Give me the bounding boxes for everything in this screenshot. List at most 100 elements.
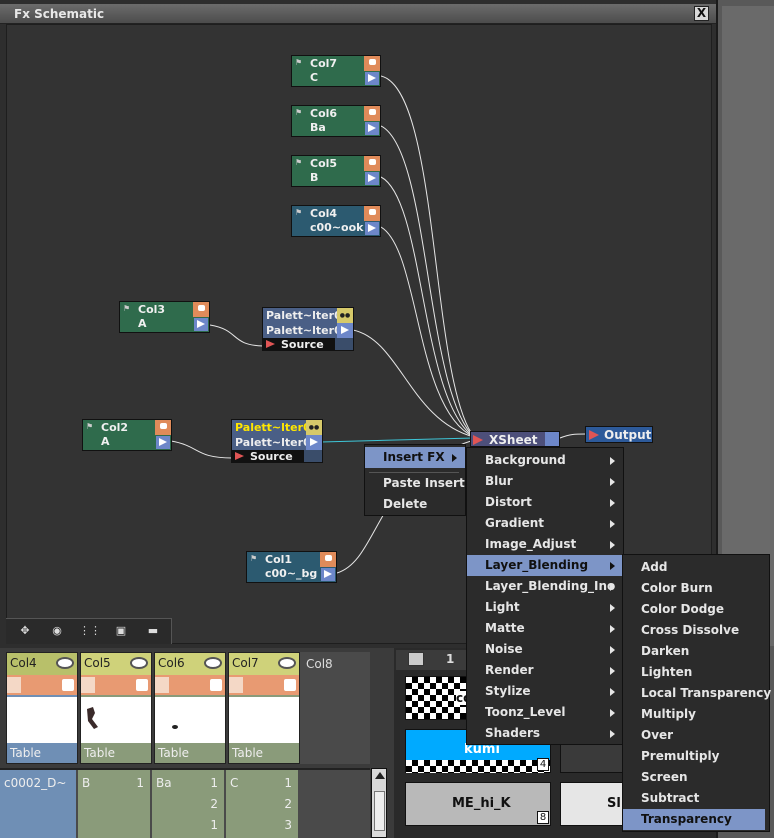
menu-item-gradient[interactable]: Gradient <box>467 513 623 534</box>
output-port-icon[interactable] <box>365 222 379 235</box>
camstand-toggle[interactable] <box>229 675 299 695</box>
menu-item-render[interactable]: Render <box>467 660 623 681</box>
pegbar-label[interactable]: Table <box>10 746 42 760</box>
camstand-toggle[interactable] <box>81 675 151 695</box>
preview-toggle-icon[interactable] <box>193 302 209 317</box>
column-node-col4[interactable]: ⚑ Col4 c00~ook <box>291 205 381 237</box>
menu-item-stylize[interactable]: Stylize <box>467 681 623 702</box>
column-node-col6[interactable]: ⚑ Col6 Ba <box>291 105 381 137</box>
xsheet-cell-area[interactable]: c0002_D~ B 1 Ba 1 2 1 C 1 2 3 <box>0 768 370 838</box>
preview-toggle-icon[interactable] <box>155 420 171 435</box>
output-port-icon[interactable] <box>365 172 379 185</box>
output-port-icon[interactable] <box>194 318 208 331</box>
eye-icon[interactable] <box>130 657 148 669</box>
level-chip-sl[interactable]: Sl <box>560 782 630 826</box>
eye-icon[interactable] <box>278 657 296 669</box>
menu-item-matte[interactable]: Matte <box>467 618 623 639</box>
menu-item-background[interactable]: Background <box>467 450 623 471</box>
menu-item-distort[interactable]: Distort <box>467 492 623 513</box>
output-node[interactable]: Output <box>585 426 653 443</box>
menu-item-cross-dissolve[interactable]: Cross Dissolve <box>623 620 765 641</box>
column-header-col7[interactable]: Col7 Table <box>228 652 300 764</box>
menu-item-multiply[interactable]: Multiply <box>623 704 765 725</box>
cell-column-col4[interactable]: c0002_D~ <box>0 770 76 838</box>
menu-item-insert-fx[interactable]: Insert FX <box>365 447 465 468</box>
xsheet-scrollbar[interactable] <box>371 768 387 838</box>
output-port-icon[interactable] <box>365 72 379 85</box>
preview-toggle-icon[interactable] <box>136 679 148 691</box>
fx-node-palette-filter-01[interactable]: Palett~lter01 Palett~lter01 ●● Source <box>262 307 354 351</box>
preview-toggle-icon[interactable] <box>364 56 380 71</box>
cache-icon[interactable]: ●● <box>337 308 353 323</box>
pegbar-label[interactable]: Table <box>158 746 190 760</box>
reorder-nodes-icon[interactable]: ⋮⋮ <box>79 624 101 637</box>
preview-toggle-icon[interactable] <box>210 679 222 691</box>
column-node-col7[interactable]: ⚑ Col7 C <box>291 55 381 87</box>
pegbar-label[interactable]: Table <box>232 746 264 760</box>
input-port-icon[interactable] <box>589 430 599 440</box>
cell-column-col7[interactable]: C 1 2 3 <box>226 770 298 838</box>
scroll-up-icon[interactable] <box>375 772 385 779</box>
column-node-col3[interactable]: ⚑ Col3 A <box>119 301 210 333</box>
close-icon[interactable]: X <box>694 6 709 21</box>
menu-item-toonz-level[interactable]: Toonz_Level <box>467 702 623 723</box>
column-node-col5[interactable]: ⚑ Col5 B <box>291 155 381 187</box>
preview-toggle-icon[interactable] <box>364 206 380 221</box>
menu-item-over[interactable]: Over <box>623 725 765 746</box>
preview-toggle-icon[interactable] <box>320 552 336 567</box>
input-port-icon[interactable] <box>473 435 483 445</box>
level-chip-me-hi-k[interactable]: ME_hi_K 8 <box>405 782 551 826</box>
eye-icon[interactable] <box>56 657 74 669</box>
scrollbar-thumb[interactable] <box>374 791 385 831</box>
focus-on-current-icon[interactable]: ◉ <box>52 624 62 637</box>
menu-item-lighten[interactable]: Lighten <box>623 662 765 683</box>
menu-item-shaders[interactable]: Shaders <box>467 723 623 744</box>
menu-item-blur[interactable]: Blur <box>467 471 623 492</box>
preview-toggle-icon[interactable] <box>364 156 380 171</box>
lock-icon[interactable] <box>7 677 21 693</box>
preview-toggle-icon[interactable] <box>284 679 296 691</box>
output-port-icon[interactable] <box>156 436 170 449</box>
menu-item-paste-insert[interactable]: Paste Insert <box>365 473 465 494</box>
camstand-toggle[interactable] <box>7 675 77 695</box>
column-header-col5[interactable]: Col5 Table <box>80 652 152 764</box>
menu-item-noise[interactable]: Noise <box>467 639 623 660</box>
menu-item-add[interactable]: Add <box>623 557 765 578</box>
pegbar-label[interactable]: Table <box>84 746 116 760</box>
source-port[interactable]: Source <box>263 338 335 351</box>
preview-toggle-icon[interactable] <box>62 679 74 691</box>
menu-item-color-dodge[interactable]: Color Dodge <box>623 599 765 620</box>
fx-node-palette-filter-02[interactable]: Palett~lter02 Palett~lter02 ●● Source <box>231 419 323 463</box>
cell-column-col6[interactable]: Ba 1 2 1 <box>152 770 224 838</box>
eye-icon[interactable] <box>204 657 222 669</box>
menu-item-image-adjust[interactable]: Image_Adjust <box>467 534 623 555</box>
output-port-icon[interactable] <box>337 323 353 338</box>
column-header-col6[interactable]: Col6 Table <box>154 652 226 764</box>
menu-item-local-transparency[interactable]: Local Transparency <box>623 683 771 704</box>
column-node-col2[interactable]: ⚑ Col2 A <box>82 419 172 451</box>
level-type-icon[interactable] <box>408 652 424 666</box>
output-port-icon[interactable] <box>365 122 379 135</box>
lock-icon[interactable] <box>155 677 169 693</box>
fit-to-window-icon[interactable]: ✥ <box>20 624 30 637</box>
toggle-stage-icon[interactable]: ▬ <box>147 624 159 637</box>
menu-item-color-burn[interactable]: Color Burn <box>623 578 765 599</box>
source-port[interactable]: Source <box>232 450 304 463</box>
preview-toggle-icon[interactable] <box>364 106 380 121</box>
output-port-icon[interactable] <box>306 435 322 450</box>
lock-icon[interactable] <box>81 677 95 693</box>
output-port-icon[interactable] <box>545 432 559 446</box>
menu-item-premultiply[interactable]: Premultiply <box>623 746 765 767</box>
menu-item-transparency[interactable]: Transparency <box>623 809 765 830</box>
menu-item-subtract[interactable]: Subtract <box>623 788 765 809</box>
column-node-col1[interactable]: ⚑ Col1 c00~_bg <box>246 551 337 583</box>
menu-item-darken[interactable]: Darken <box>623 641 765 662</box>
normal-size-icon[interactable]: ▣ <box>115 624 127 637</box>
menu-item-layer-blending[interactable]: Layer_Blending <box>467 555 623 576</box>
menu-item-layer-blending-ino[interactable]: Layer_Blending_Ino <box>467 576 623 597</box>
cell-column-col5[interactable]: B 1 <box>78 770 150 838</box>
lock-icon[interactable] <box>229 677 243 693</box>
camstand-toggle[interactable] <box>155 675 225 695</box>
menu-item-light[interactable]: Light <box>467 597 623 618</box>
output-port-icon[interactable] <box>321 568 335 581</box>
